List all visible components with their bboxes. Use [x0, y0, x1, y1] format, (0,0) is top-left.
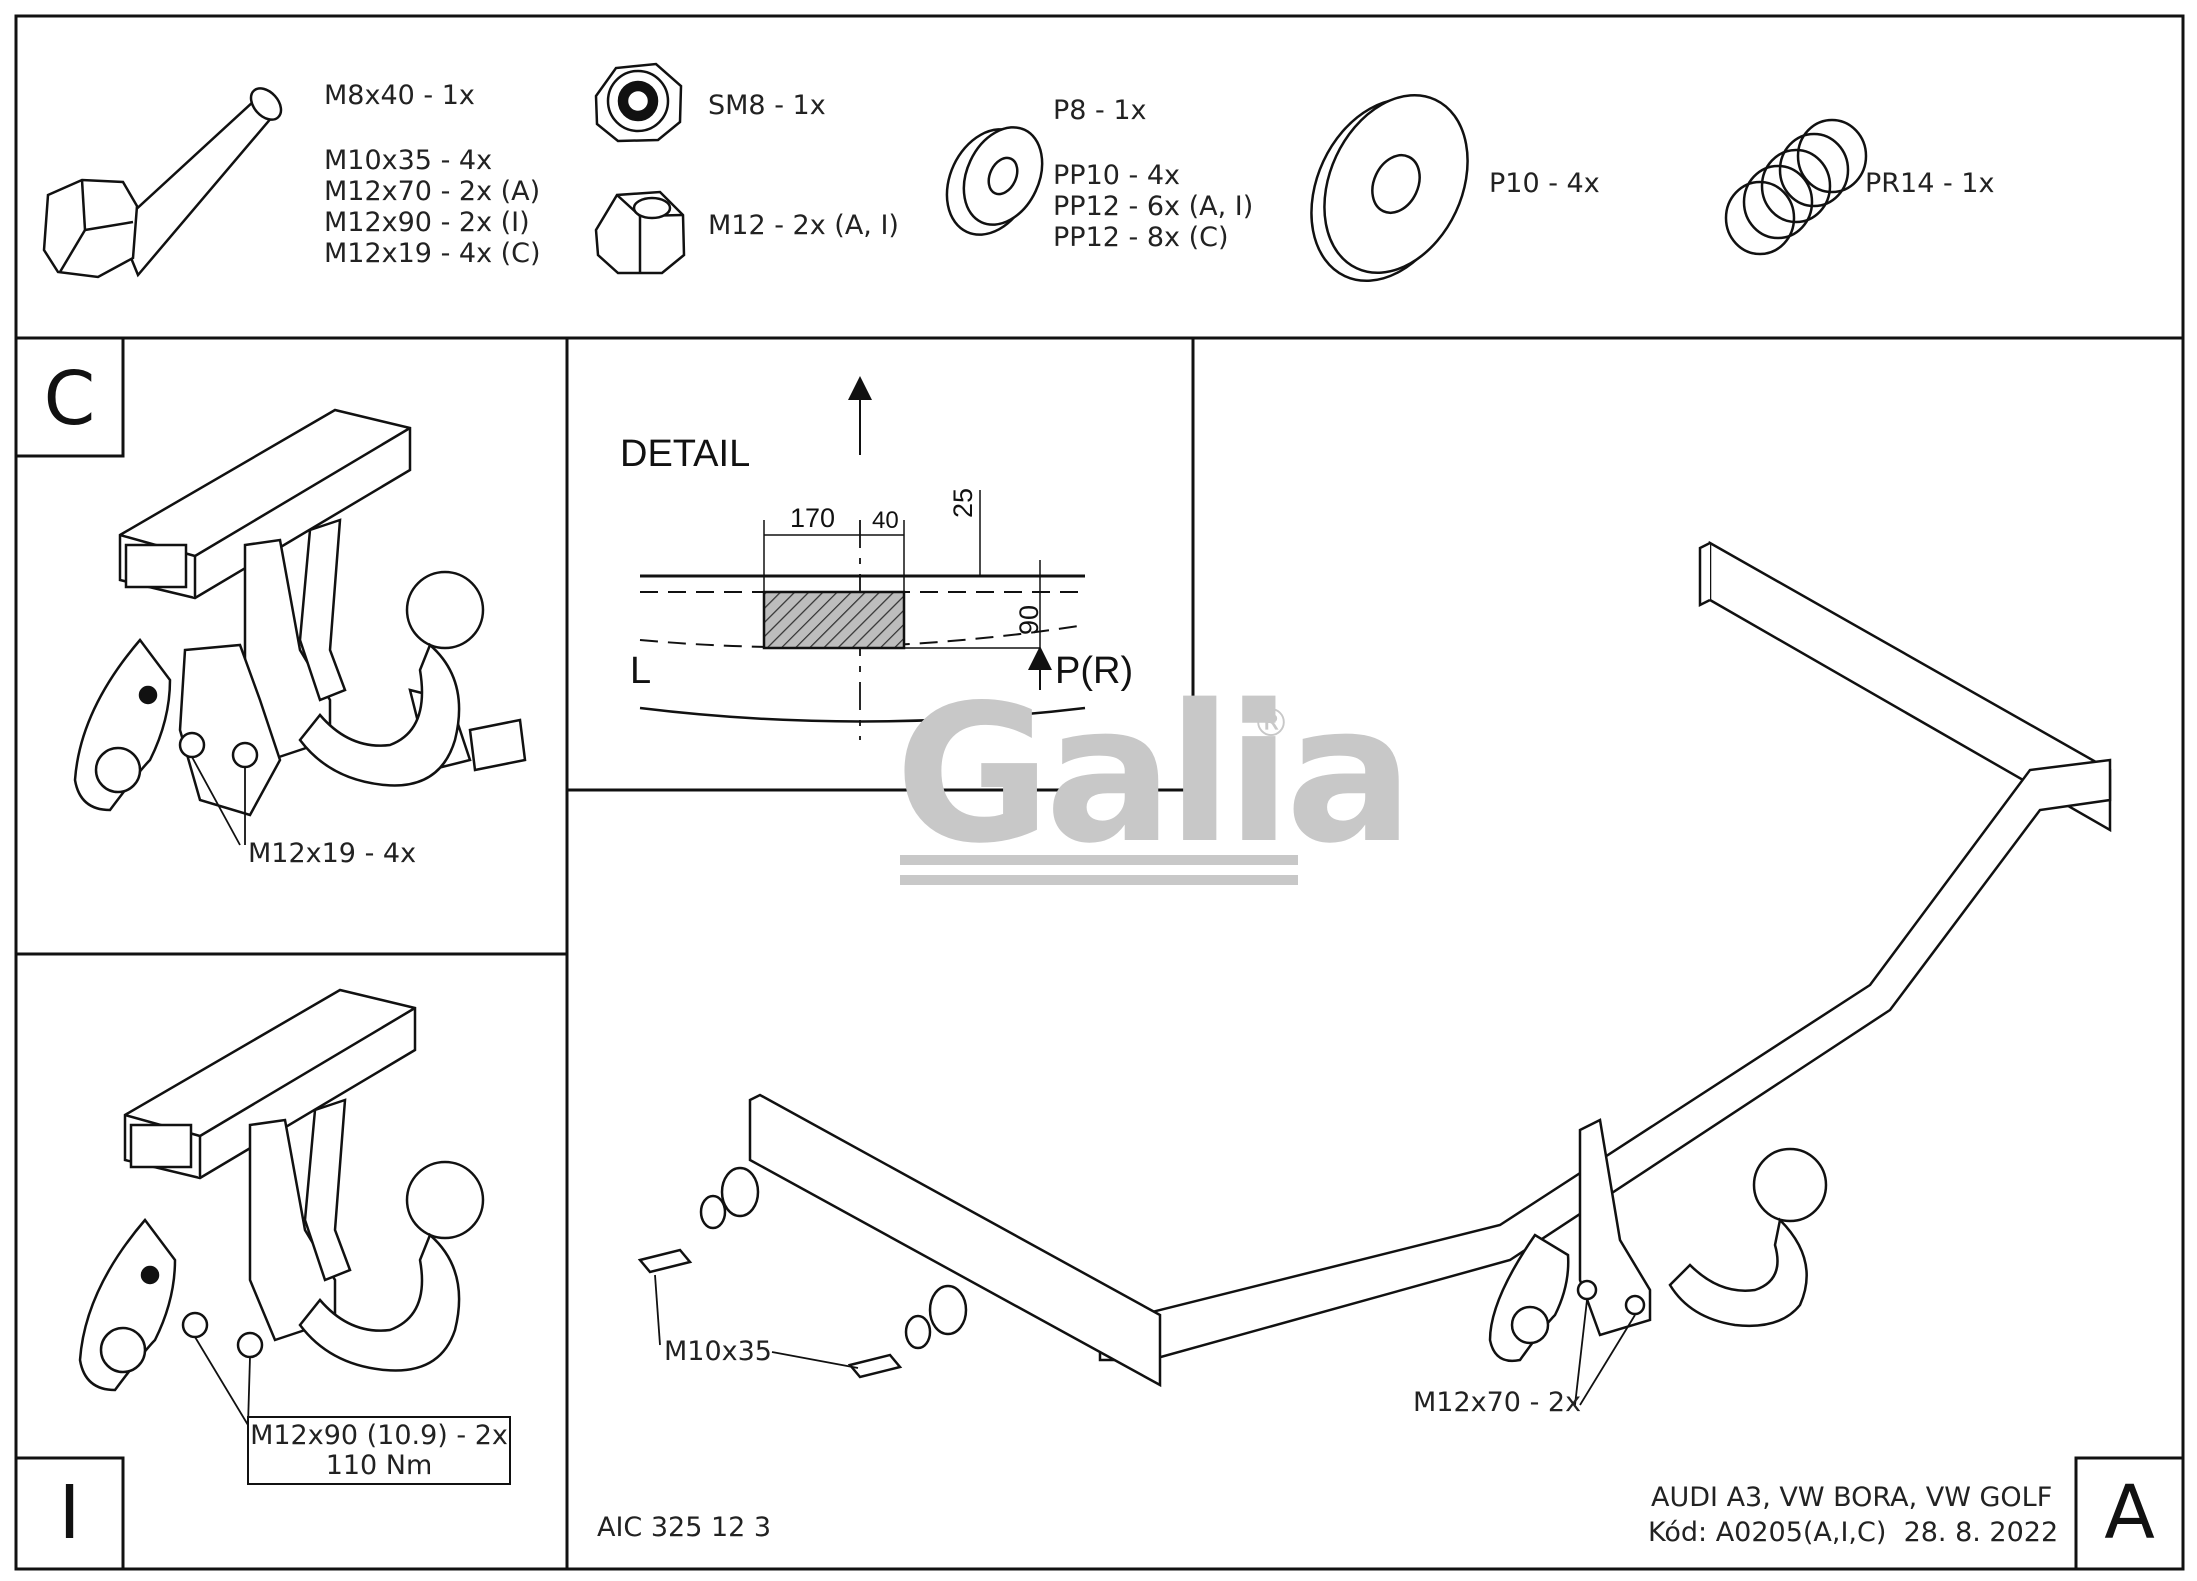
kod-date: Kód: A0205(A,I,C) 28. 8. 2022: [1648, 1517, 2059, 1548]
washer-small-icon: [945, 126, 1044, 236]
panel-i-callout-line1: M12x90 (10.9) - 2x: [250, 1420, 508, 1451]
panel-i-callout-box: [247, 1416, 511, 1485]
watermark-bar: [900, 875, 1298, 885]
washer-large-label: P10 - 4x: [1489, 168, 1600, 199]
dim-170: 170: [790, 503, 836, 533]
m10x35-callout: M10x35: [664, 1336, 772, 1367]
spring-icon: [1724, 118, 1868, 256]
panel-i-letter-box: [14, 1456, 125, 1571]
washer-item: P8 - 1x: [1053, 95, 1147, 126]
panel-c-letter: C: [43, 356, 96, 442]
towbar-i-illustration: [78, 988, 485, 1426]
nut-sm8-label: SM8 - 1x: [708, 90, 826, 121]
watermark-registered-mark: ®: [1252, 701, 1290, 745]
detail-left-label: L: [630, 650, 652, 692]
washer-large-icon: [1310, 93, 1469, 283]
frame-lines: [14, 14, 2185, 1571]
bolt-item: M12x19 - 4x (C): [324, 238, 541, 269]
panel-i-callout-line2: 110 Nm: [325, 1450, 433, 1481]
panel-i-letter: I: [58, 1470, 81, 1556]
bolt-item: M10x35 - 4x: [324, 145, 493, 176]
detail-drawing: [639, 376, 1086, 740]
bolt-icon: [42, 87, 283, 279]
product-code: AIC 325 12 3: [597, 1512, 772, 1543]
bolt-item: M8x40 - 1x: [324, 80, 475, 111]
towbar-c-illustration: [73, 408, 527, 846]
panel-c-letter-box: [14, 336, 125, 458]
spring-label: PR14 - 1x: [1865, 168, 1995, 199]
washer-item: PP10 - 4x: [1053, 160, 1180, 191]
towbar-a-illustration: [637, 540, 2112, 1406]
vehicle-list: AUDI A3, VW BORA, VW GOLF: [1651, 1482, 2053, 1513]
panel-a-letter: A: [2104, 1470, 2155, 1556]
washer-small-list: P8 - 1x PP10 - 4x PP12 - 6x (A, I) PP12 …: [1053, 95, 1253, 253]
panel-a-letter-box: [2074, 1456, 2185, 1571]
nut-m12-label: M12 - 2x (A, I): [708, 210, 899, 241]
watermark-bar: [900, 855, 1298, 865]
dim-40: 40: [872, 507, 899, 534]
bolt-list: M8x40 - 1x M10x35 - 4x M12x70 - 2x (A) M…: [324, 80, 541, 269]
nut-sm8-icon: [594, 62, 683, 143]
panel-c-callout: M12x19 - 4x: [248, 838, 417, 869]
detail-right-label: P(R): [1055, 650, 1134, 692]
bolt-item: M12x70 - 2x (A): [324, 176, 541, 207]
dim-90: 90: [1014, 604, 1044, 635]
dim-25: 25: [948, 487, 978, 518]
galia-watermark: Galia: [895, 664, 1414, 885]
bolt-item: M12x90 - 2x (I): [324, 207, 530, 238]
nut-m12-icon: [594, 190, 686, 275]
m12x70-callout: M12x70 - 2x: [1413, 1387, 1582, 1418]
washer-item: PP12 - 6x (A, I): [1053, 191, 1254, 222]
washer-item: PP12 - 8x (C): [1053, 222, 1229, 253]
detail-title: DETAIL: [620, 433, 751, 475]
